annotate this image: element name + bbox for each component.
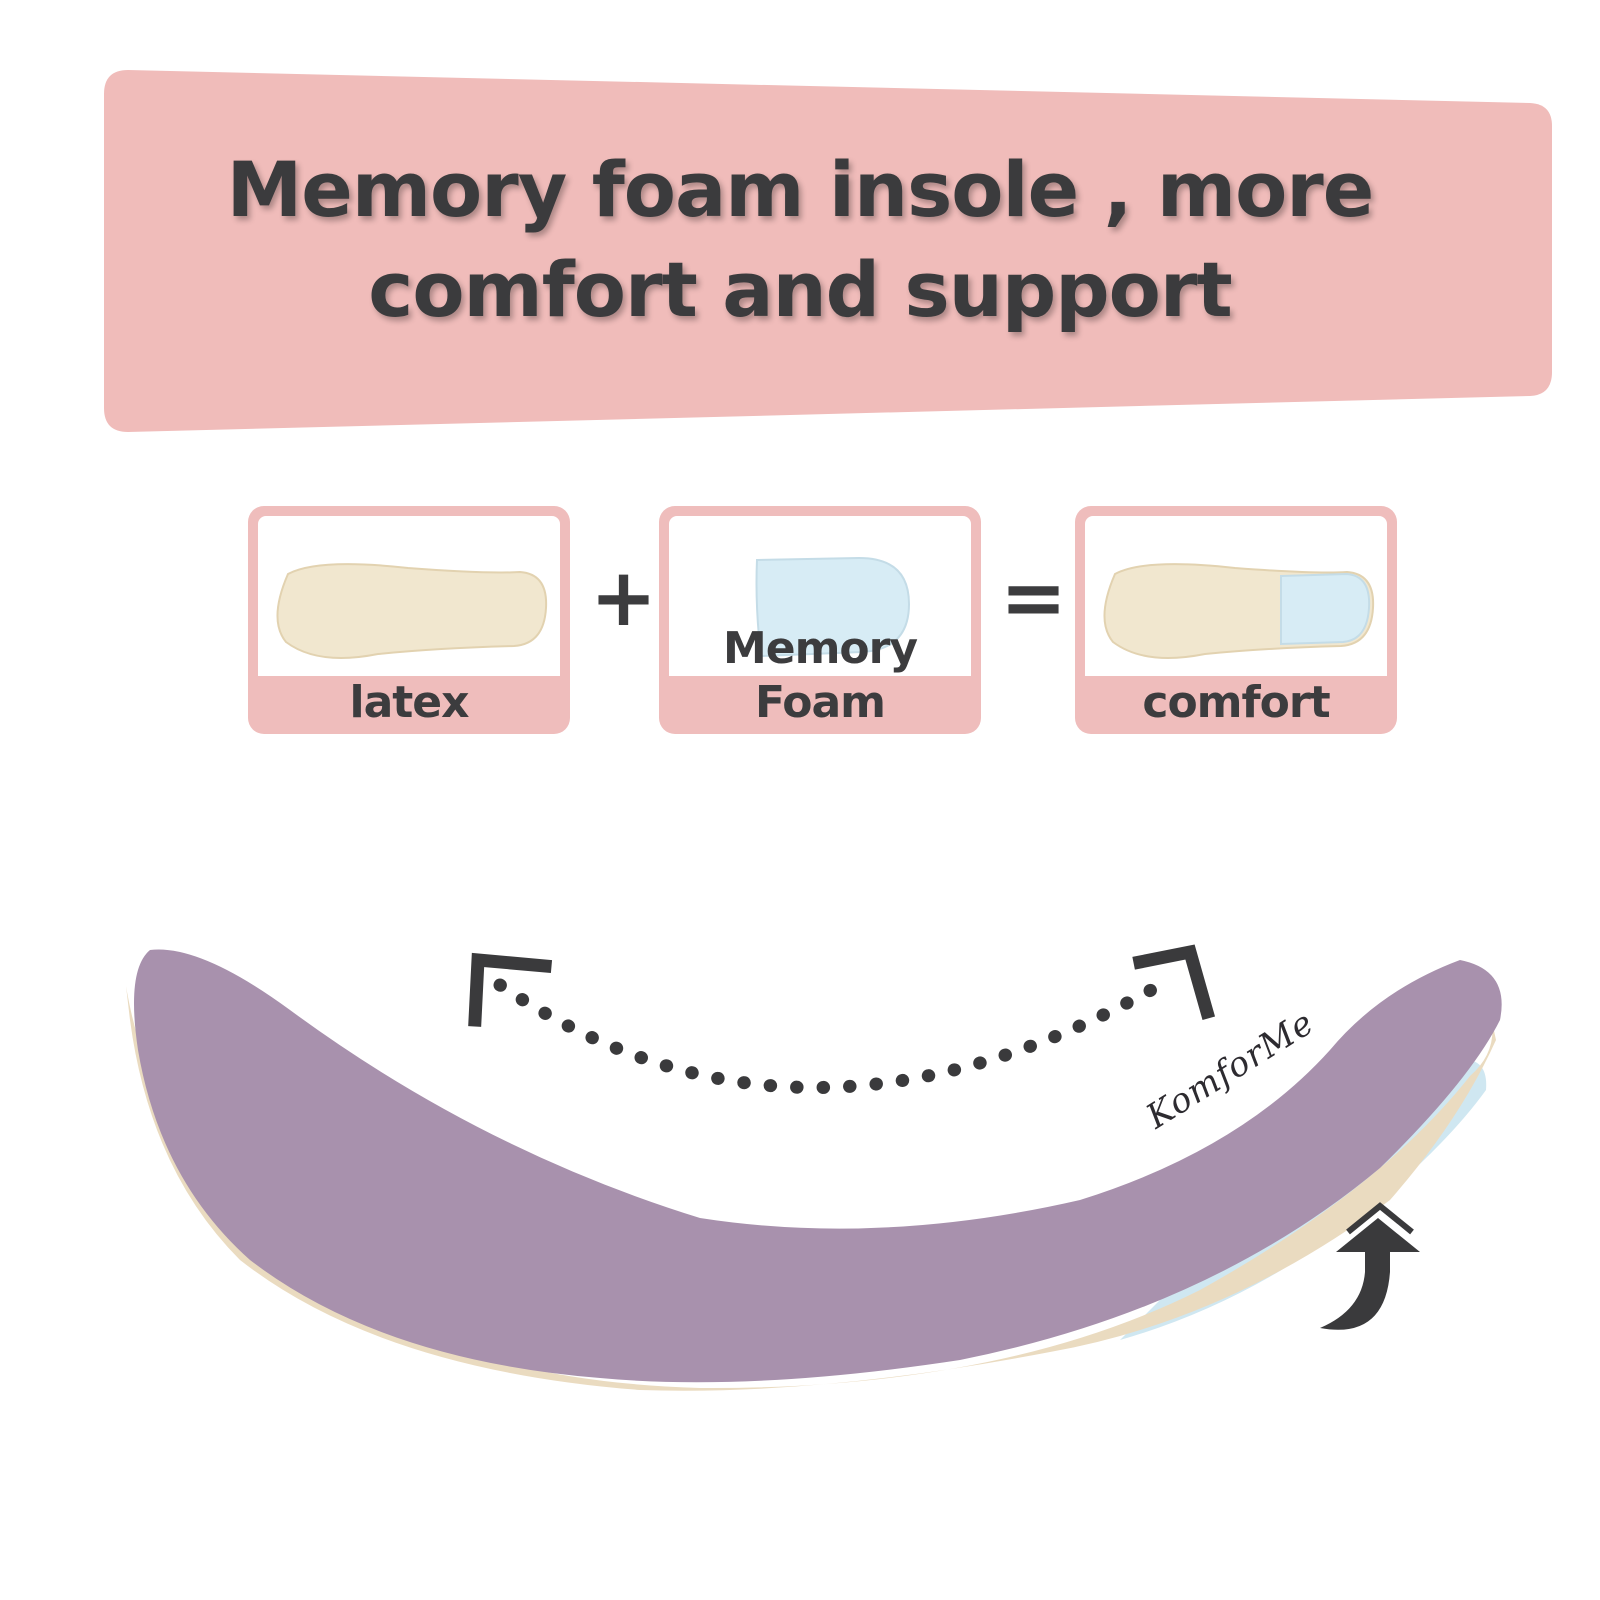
plus-symbol: +	[590, 551, 658, 644]
equals-symbol: =	[1000, 551, 1068, 644]
comfort-insole-icon	[1103, 563, 1375, 659]
banner-background	[104, 70, 1552, 432]
curved-up-arrow-icon	[1320, 1202, 1420, 1330]
latex-label: latex	[349, 677, 469, 728]
memory-foam-pad-icon	[755, 556, 911, 658]
comfort-card: comfort	[1075, 506, 1397, 734]
memory-foam-label: Memory Foam	[722, 623, 918, 728]
bent-insole-illustration	[126, 944, 1502, 1391]
latex-image-area	[258, 516, 560, 676]
comfort-image-area	[1085, 516, 1387, 676]
memory-foam-image-area	[669, 516, 971, 676]
latex-insole-icon	[276, 563, 548, 659]
headline-line-2: comfort and support	[368, 245, 1232, 334]
dotted-bend-arrow-icon	[468, 944, 1216, 1094]
headline: Memory foam insole , more comfort and su…	[160, 140, 1440, 340]
comfort-label: comfort	[1142, 677, 1330, 728]
insole-top-surface	[134, 949, 1502, 1383]
latex-card: latex	[248, 506, 570, 734]
material-combination: latex + Memory Foam = comfort	[0, 500, 1600, 740]
memory-foam-card: Memory Foam	[659, 506, 981, 734]
banner: Memory foam insole , more comfort and su…	[0, 0, 1600, 460]
headline-line-1: Memory foam insole , more	[226, 145, 1375, 234]
